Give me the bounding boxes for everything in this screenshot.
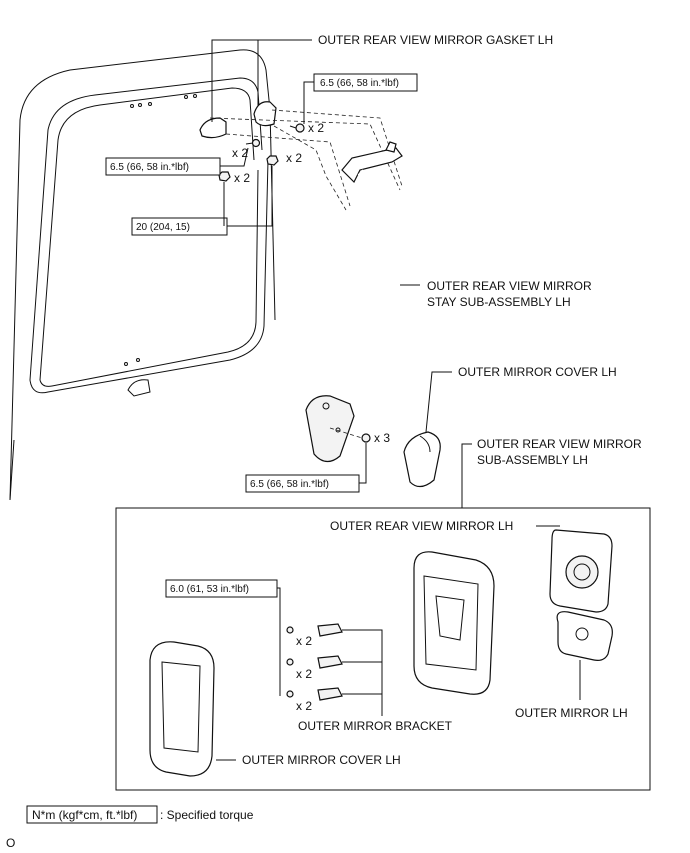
bolt-left — [245, 138, 261, 148]
mirror-housing — [413, 551, 495, 695]
outer-mirror-cover-bottom — [149, 641, 215, 777]
torque-inset: 6.0 (61, 53 in.*lbf) — [170, 584, 249, 595]
qty-left-nut: x 2 — [234, 171, 250, 185]
alignment-dashes — [209, 109, 403, 211]
gasket-label: OUTER REAR VIEW MIRROR GASKET LH — [318, 33, 553, 47]
cover-top-leader — [425, 371, 452, 433]
bolt-bottom — [329, 427, 371, 443]
legend-box-text: N*m (kgf*cm, ft.*lbf) — [32, 808, 137, 822]
torque-top-right: 6.5 (66, 58 in.*lbf) — [320, 78, 399, 89]
bracket-label: OUTER MIRROR BRACKET — [298, 719, 453, 733]
qty-bottom: x 3 — [374, 431, 390, 445]
nut-left — [218, 171, 231, 182]
mirror-glass-top — [549, 529, 613, 613]
footer-mark: O — [6, 836, 15, 850]
cover-top-label: OUTER MIRROR COVER LH — [458, 365, 617, 379]
qty-right-nut: x 2 — [286, 151, 302, 165]
legend-description: : Specified torque — [160, 808, 254, 822]
cover-bottom-label: OUTER MIRROR COVER LH — [242, 753, 401, 767]
qty-inset-1: x 2 — [296, 634, 312, 648]
subassy-label-line2: SUB-ASSEMBLY LH — [477, 453, 588, 467]
torque-left: 6.5 (66, 58 in.*lbf) — [110, 162, 189, 173]
torque-twenty-leader-a — [227, 166, 273, 227]
torque-inset-leader — [277, 587, 281, 696]
stay-label-line2: STAY SUB-ASSEMBLY LH — [427, 295, 571, 309]
torque-bottom: 6.5 (66, 58 in.*lbf) — [250, 479, 329, 490]
stay-label-line1: OUTER REAR VIEW MIRROR — [427, 279, 592, 293]
subassy-leader — [461, 443, 472, 508]
mirror-bracket-1 — [286, 623, 343, 637]
qty-top-bolt: x 2 — [308, 121, 324, 135]
mirror-stay — [305, 141, 403, 463]
qty-left-bolt: x 2 — [232, 146, 248, 160]
door-frame — [9, 49, 276, 501]
subassembly-inset-box — [115, 507, 651, 791]
outer-mirror-lh — [556, 611, 613, 661]
legend-torque-box — [26, 805, 158, 824]
mirror-lh-header-label: OUTER REAR VIEW MIRROR LH — [330, 519, 513, 533]
qty-inset-2: x 2 — [296, 667, 312, 681]
torque-top-right-leader — [303, 81, 314, 124]
outer-mirror-cover-top — [403, 431, 441, 488]
bolt-top — [289, 123, 305, 133]
mirror-bracket-3 — [286, 687, 343, 701]
outer-mirror-lh-label: OUTER MIRROR LH — [515, 706, 628, 720]
subassy-label-line1: OUTER REAR VIEW MIRROR — [477, 437, 642, 451]
torque-bottom-leader — [359, 443, 367, 484]
nut-right — [266, 155, 279, 166]
torque-left-leader — [220, 147, 249, 167]
gasket-leader — [211, 39, 259, 122]
gasket-left — [199, 117, 227, 139]
bracket-leader — [342, 629, 383, 716]
torque-twenty: 20 (204, 15) — [136, 222, 190, 233]
qty-inset-3: x 2 — [296, 699, 312, 713]
mirror-bracket-2 — [286, 655, 343, 669]
gasket-right — [253, 101, 277, 127]
